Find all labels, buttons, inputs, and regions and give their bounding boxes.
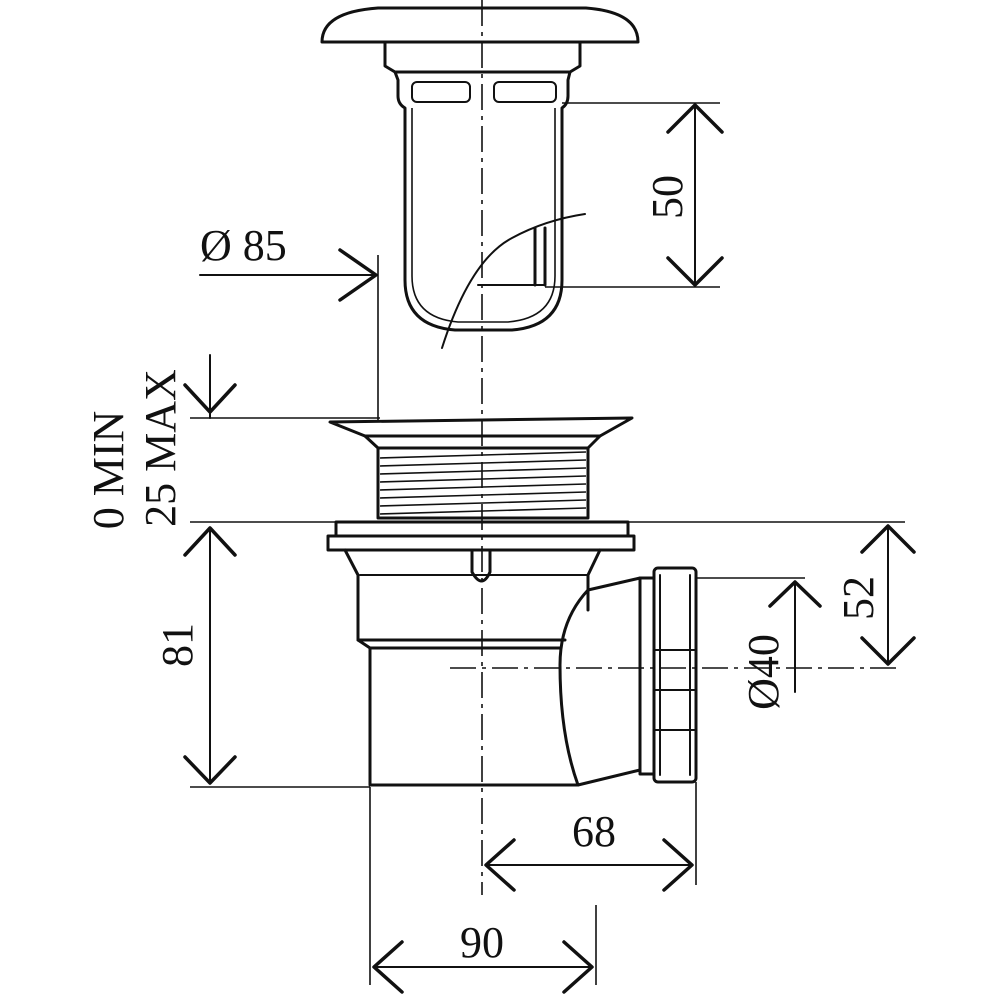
nut-washer — [638, 576, 656, 776]
label-68: 68 — [572, 807, 616, 856]
basket-slot-left — [411, 81, 471, 103]
arrow-left-68 — [484, 838, 516, 892]
basket-clip — [533, 226, 547, 287]
arrow-left-90 — [372, 940, 404, 994]
threaded-ring — [328, 416, 634, 520]
ring-flange — [328, 416, 634, 438]
dimension-90: 90 — [369, 787, 597, 994]
arrow-up-50 — [666, 103, 724, 134]
outlet-elbow-top — [586, 576, 642, 592]
label-50: 50 — [643, 175, 692, 219]
dimension-diameter-85: Ø 85 — [199, 221, 379, 420]
label-diameter-85: Ø 85 — [200, 221, 287, 270]
thread-lines — [379, 451, 587, 515]
label-52: 52 — [834, 576, 883, 620]
body-left-wall — [343, 548, 580, 787]
arrow-85 — [338, 248, 378, 302]
arrow-right-68 — [662, 838, 694, 892]
dimension-68: 68 — [484, 782, 697, 892]
dimension-81: 81 — [153, 526, 370, 788]
basket-slot-right — [493, 81, 557, 103]
label-81: 81 — [153, 623, 202, 667]
dimension-adjustment: 25 MAX 0 MIN — [84, 354, 905, 530]
dimension-diameter-40: Ø40 — [696, 577, 822, 710]
outlet-elbow — [558, 588, 642, 787]
body-drip-tab — [470, 548, 492, 583]
strainer-cap — [320, 6, 640, 349]
ring-thread-body — [376, 446, 590, 520]
arrow-down-50 — [666, 256, 724, 287]
label-max: 25 MAX — [136, 369, 185, 527]
cap-basket — [393, 70, 572, 332]
nut-grip-lines — [659, 574, 691, 776]
body-flange-lower — [326, 534, 636, 552]
center-lines — [450, 0, 900, 895]
arrow-right-90 — [562, 940, 594, 994]
label-min: 0 MIN — [84, 411, 133, 530]
dimension-52: 52 — [834, 524, 916, 666]
basket-section-curve — [441, 213, 586, 349]
arrow-down-81 — [183, 755, 237, 785]
nut-ribs — [653, 649, 697, 731]
basket-inner-line — [411, 108, 556, 323]
cap-collar — [383, 40, 582, 74]
dimension-50: 50 — [545, 102, 724, 288]
label-diameter-40: Ø40 — [739, 634, 788, 710]
cap-dome — [320, 6, 640, 44]
arrow-up-40 — [768, 580, 822, 608]
body-step-line-2 — [356, 638, 567, 650]
arrow-down-adjust — [183, 383, 237, 414]
arrow-up-81 — [183, 526, 237, 557]
body-right-wall — [586, 548, 602, 612]
outlet-nut — [638, 566, 698, 784]
nut-body — [652, 566, 698, 784]
arrow-down-52 — [860, 636, 916, 666]
drain-body — [326, 520, 642, 787]
label-90: 90 — [460, 918, 504, 967]
arrow-up-52 — [860, 524, 916, 554]
